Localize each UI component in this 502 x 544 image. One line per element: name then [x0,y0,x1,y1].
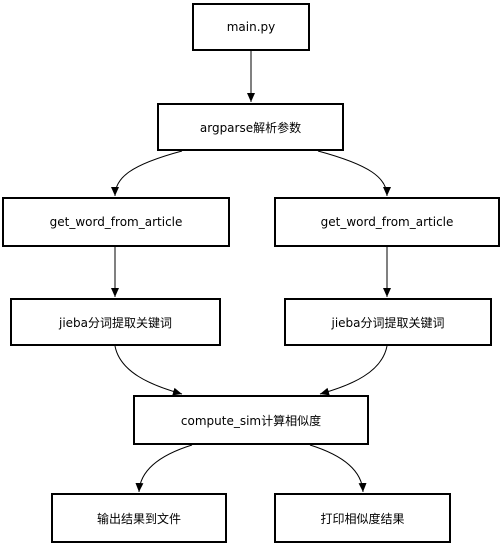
node-compute-sim: compute_sim计算相似度 [133,395,369,445]
edge-jieba-left-to-compute-sim [114,345,183,396]
node-compute-sim-label: compute_sim计算相似度 [180,413,322,428]
node-get-word-left-label: get_word_from_article [49,215,183,229]
edge-compute-sim-to-output-file [135,444,193,493]
node-jieba-right: jieba分词提取关键词 [284,298,492,346]
node-print-result-label: 打印相似度结果 [320,511,405,526]
node-output-file-label: 输出结果到文件 [96,511,181,526]
node-print-result: 打印相似度结果 [274,493,451,543]
node-jieba-left-label: jieba分词提取关键词 [58,315,173,330]
node-main: main.py [192,3,310,51]
node-get-word-left: get_word_from_article [2,197,230,247]
node-get-word-right: get_word_from_article [274,197,500,247]
node-jieba-left: jieba分词提取关键词 [10,298,221,346]
node-main-label: main.py [226,20,276,34]
edge-compute-sim-to-print-result [309,444,367,493]
node-argparse: argparse解析参数 [157,103,344,151]
node-output-file: 输出结果到文件 [51,493,227,543]
node-jieba-right-label: jieba分词提取关键词 [331,315,445,330]
node-argparse-label: argparse解析参数 [199,120,302,135]
edge-argparse-to-get-word-right [317,150,391,197]
edge-argparse-to-get-word-left [111,150,183,197]
edge-jieba-right-to-compute-sim [319,345,388,396]
node-get-word-right-label: get_word_from_article [320,215,454,229]
